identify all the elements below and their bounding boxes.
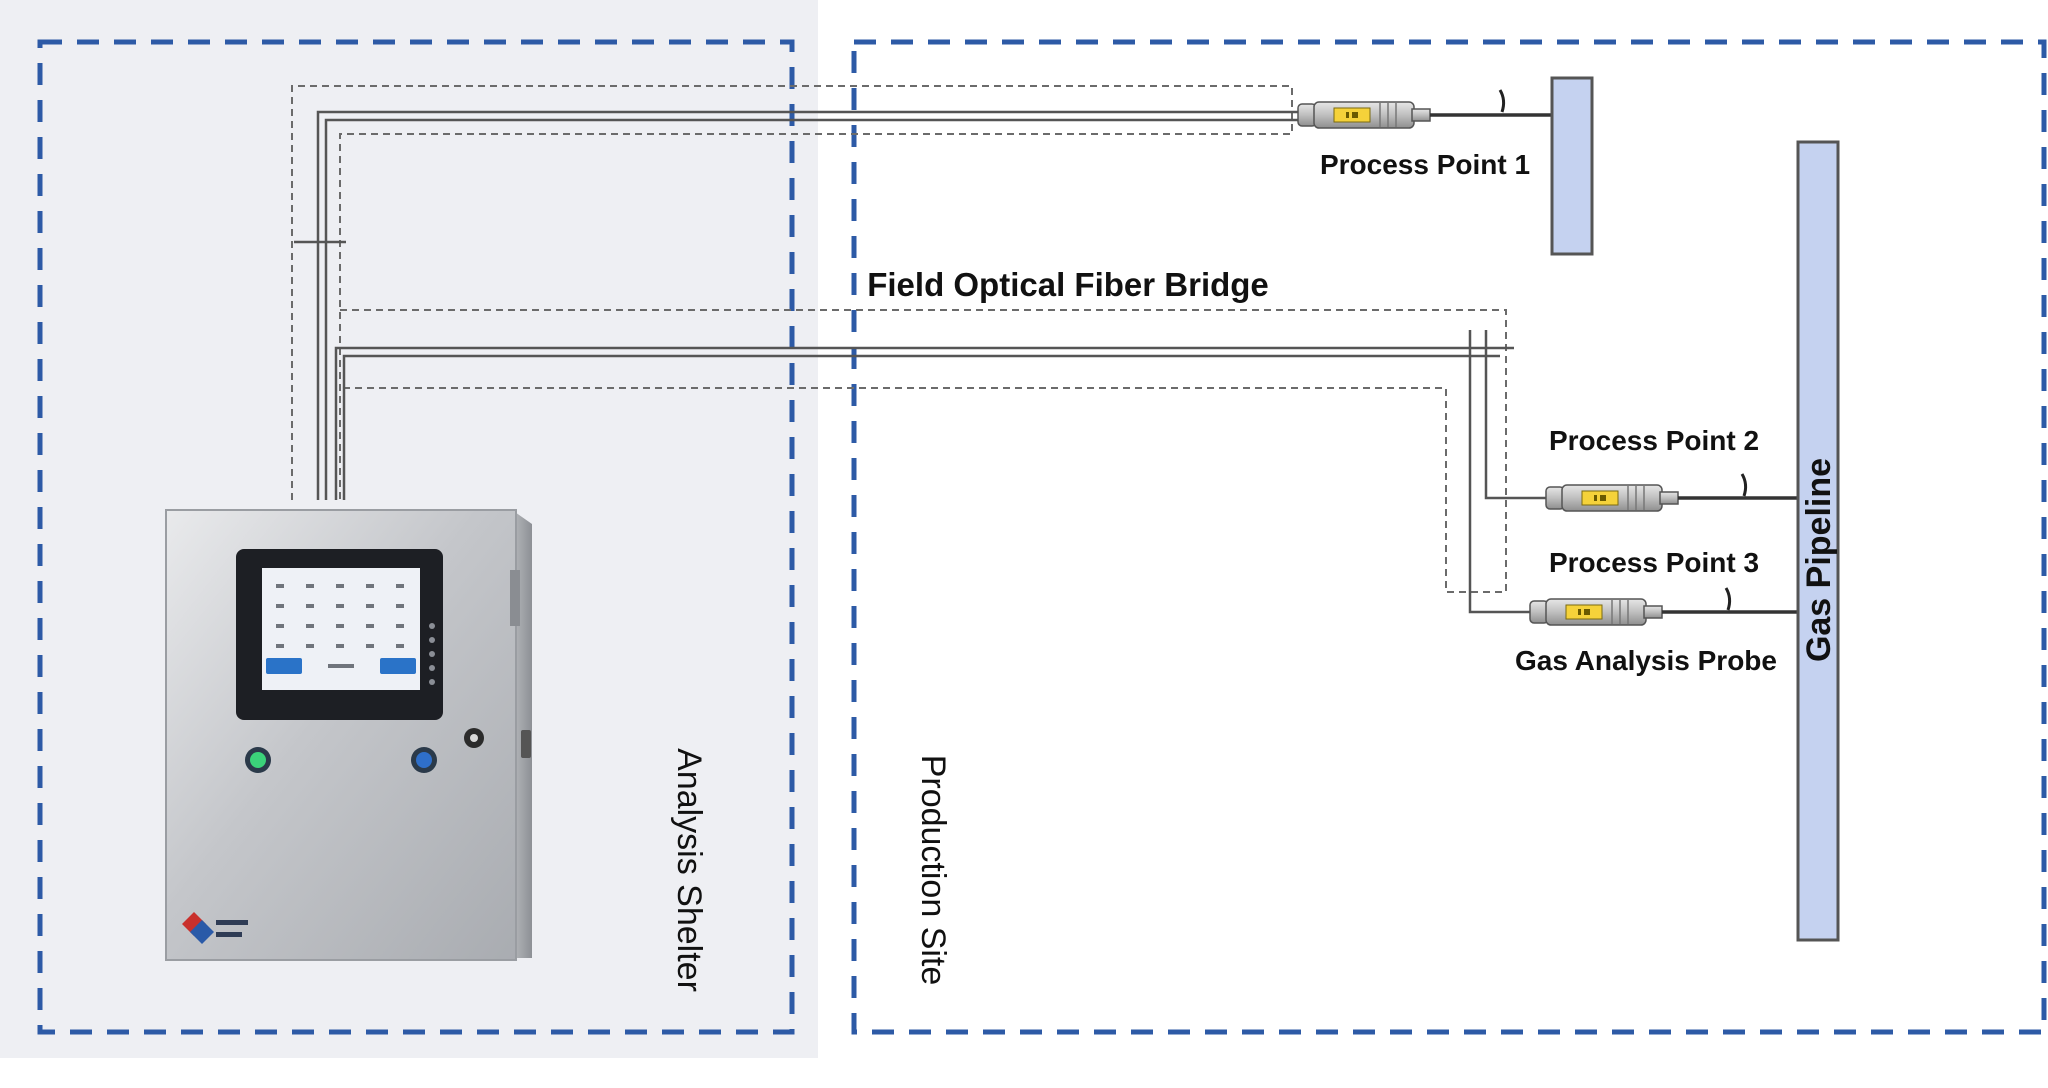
process-pipe-1 xyxy=(1550,76,1594,256)
probe-point-1 xyxy=(1297,101,1431,129)
gas-analysis-probe-label: Gas Analysis Probe xyxy=(1515,645,1777,676)
process-point-1-label: Process Point 1 xyxy=(1320,149,1530,180)
fiber-cables xyxy=(294,110,1546,614)
process-point-3-label: Process Point 3 xyxy=(1549,547,1759,578)
fiber-bridge-lower xyxy=(340,309,1507,593)
reset-button xyxy=(416,752,432,768)
gas-pipeline-label: Gas Pipeline xyxy=(1800,458,1838,662)
probe-point-2 xyxy=(1545,484,1679,512)
gas-pipeline xyxy=(1796,140,1840,942)
company-logo xyxy=(182,912,248,944)
process-point-2-label: Process Point 2 xyxy=(1549,425,1759,456)
analyzer-cabinet xyxy=(165,509,532,961)
analysis-shelter-label: Analysis Shelter xyxy=(670,748,708,992)
production-site-zone xyxy=(851,39,2047,1035)
power-button xyxy=(250,752,266,768)
fiber-bridge-upper xyxy=(291,85,1293,500)
production-site-label: Production Site xyxy=(914,755,952,986)
probe-point-3 xyxy=(1529,598,1663,626)
fiber-bridge-label: Field Optical Fiber Bridge xyxy=(867,266,1269,303)
analysis-shelter-zone xyxy=(37,39,795,1035)
